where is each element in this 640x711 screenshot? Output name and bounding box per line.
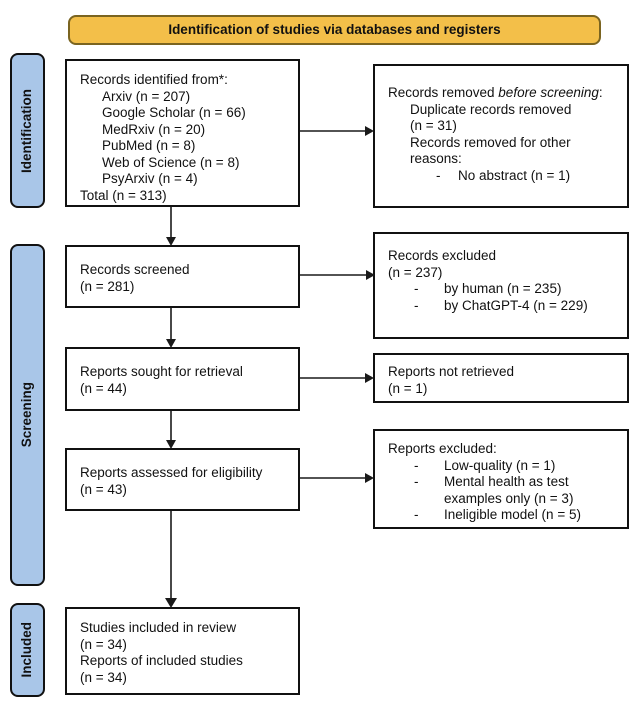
records-identified-title: Records identified from*: <box>80 72 228 87</box>
box-records-screened: Records screened (n = 281) <box>65 245 300 308</box>
arrow-sought-to-not-retrieved <box>300 373 374 383</box>
records-excluded-bullet: - by ChatGPT-4 (n = 229) <box>410 298 615 315</box>
records-excluded-bullet: - by human (n = 235) <box>410 281 615 298</box>
stage-screening-label: Screening <box>19 382 35 448</box>
records-removed-other: Records removed for other reasons: <box>410 134 571 167</box>
reports-excluded-bullet: - Ineligible model (n = 5) <box>410 507 615 524</box>
reports-excluded-title: Reports excluded: <box>388 441 497 456</box>
records-identified-source: Web of Science (n = 8) <box>102 154 240 170</box>
header-banner: Identification of studies via databases … <box>68 15 601 45</box>
records-removed-duplicates: Duplicate records removed (n = 31) <box>410 101 572 134</box>
stage-included-label: Included <box>19 622 35 678</box>
box-records-identified: Records identified from*: Arxiv (n = 207… <box>65 59 300 207</box>
box-reports-sought: Reports sought for retrieval (n = 44) <box>65 347 300 411</box>
records-removed-title-italic: before screening <box>498 85 599 100</box>
box-reports-excluded: Reports excluded: - Low-quality (n = 1) … <box>373 429 629 529</box>
box-records-removed: Records removed before screening: Duplic… <box>373 64 629 208</box>
arrow-assessed-to-included <box>165 511 177 608</box>
box-reports-assessed: Reports assessed for eligibility (n = 43… <box>65 448 300 511</box>
records-identified-source: MedRxiv (n = 20) <box>102 121 206 137</box>
dash-glyph: - <box>414 297 419 313</box>
reports-sought-text: Reports sought for retrieval (n = 44) <box>80 364 243 396</box>
arrow-assessed-to-excluded <box>300 473 374 483</box>
records-identified-source: Arxiv (n = 207) <box>102 88 191 104</box>
reports-not-retrieved-text: Reports not retrieved (n = 1) <box>388 364 515 396</box>
box-reports-not-retrieved: Reports not retrieved (n = 1) <box>373 353 629 403</box>
records-removed-title: Records removed before screening: <box>388 85 603 100</box>
arrow-identified-to-screened <box>166 207 176 246</box>
arrow-screened-to-sought <box>166 308 176 348</box>
dash-glyph: - <box>414 474 419 489</box>
arrow-screened-to-excluded <box>300 270 375 280</box>
records-identified-source: PsyArxiv (n = 4) <box>102 171 198 186</box>
dash-glyph: - <box>414 281 419 296</box>
reports-excluded-bullet: - Low-quality (n = 1) <box>410 458 615 475</box>
studies-included-text: Studies included in review (n = 34) Repo… <box>80 620 243 685</box>
dash-glyph: - <box>436 167 441 183</box>
box-studies-included: Studies included in review (n = 34) Repo… <box>65 607 300 695</box>
records-identified-source: Google Scholar (n = 66) <box>102 105 246 120</box>
dash-glyph: - <box>414 507 419 522</box>
records-identified-total: Total (n = 313) <box>80 187 167 203</box>
box-records-excluded: Records excluded (n = 237) - by human (n… <box>373 232 629 339</box>
arrow-sought-to-assessed <box>166 411 176 449</box>
reports-excluded-bullet: - Mental health as test examples only (n… <box>410 474 615 507</box>
records-removed-bullet: - No abstract (n = 1) <box>432 168 615 185</box>
records-identified-source: PubMed (n = 8) <box>102 138 196 153</box>
stage-included: Included <box>10 603 45 697</box>
dash-glyph: - <box>414 457 419 473</box>
reports-assessed-text: Reports assessed for eligibility (n = 43… <box>80 465 263 497</box>
arrow-identified-to-removed <box>300 126 374 136</box>
records-screened-text: Records screened (n = 281) <box>80 262 190 294</box>
stage-identification: Identification <box>10 53 45 208</box>
records-excluded-text: Records excluded (n = 237) <box>388 248 497 280</box>
stage-identification-label: Identification <box>19 88 35 173</box>
stage-screening: Screening <box>10 244 45 586</box>
header-banner-label: Identification of studies via databases … <box>168 21 501 37</box>
